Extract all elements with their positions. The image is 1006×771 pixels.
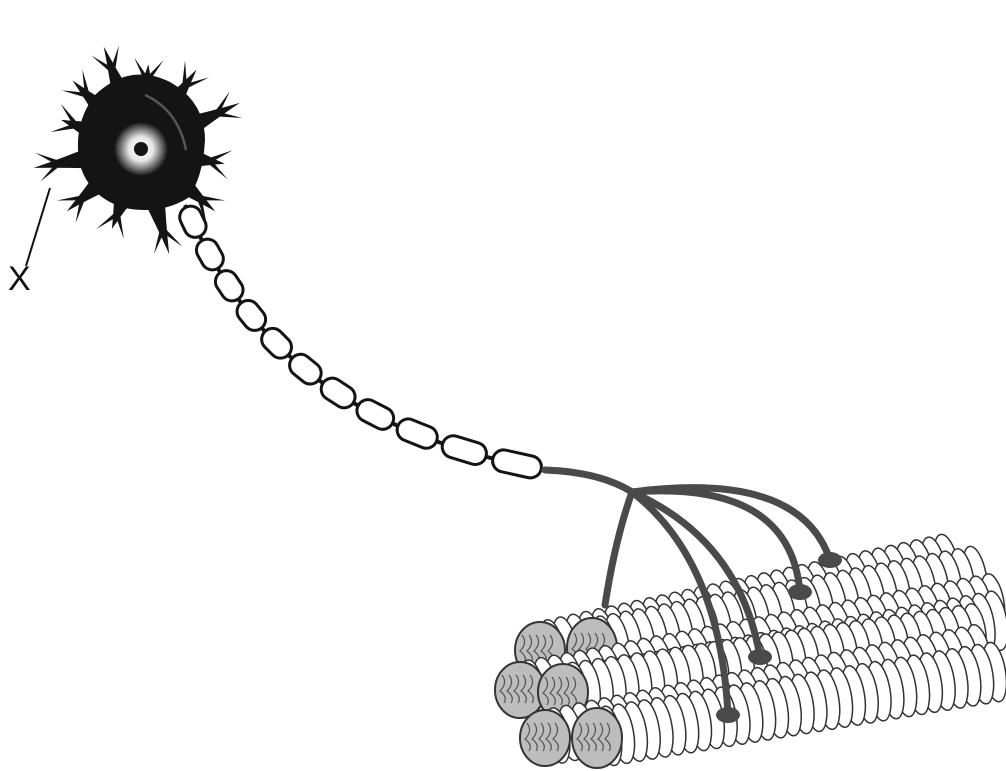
- dendrite-branch: [57, 196, 85, 201]
- myelin-segment: [394, 416, 441, 452]
- myelin-segment: [192, 235, 227, 274]
- axon-core: [185, 205, 545, 470]
- terminal-trunk: [545, 470, 632, 492]
- myelin-segment: [439, 433, 489, 467]
- fiber-end: [520, 710, 570, 766]
- neuromuscular-junction: [818, 552, 842, 568]
- myelin-segment: [211, 266, 247, 305]
- label-x-pointer: [26, 188, 50, 266]
- muscle-fiber-bundle: [495, 532, 1006, 769]
- myelin-segment: [353, 396, 397, 433]
- myelin-segment: [176, 203, 210, 241]
- axon: [176, 203, 545, 480]
- myelin-segment: [490, 448, 543, 480]
- nucleus: [114, 122, 168, 176]
- neuromuscular-junction: [716, 707, 740, 723]
- label-x: X: [8, 262, 31, 296]
- fiber-end: [572, 708, 622, 768]
- terminal-branch: [605, 492, 632, 605]
- myelin-segment: [317, 374, 359, 412]
- neuromuscular-junction: [788, 584, 812, 600]
- neuromuscular-junction: [748, 649, 772, 665]
